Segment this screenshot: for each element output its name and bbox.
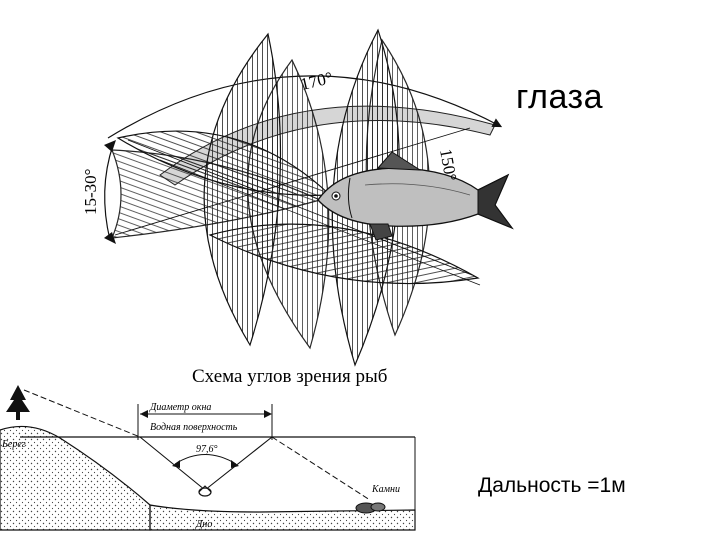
- label-angle: 97,6°: [196, 444, 218, 455]
- label-stones: Камни: [371, 484, 400, 495]
- tree-icon: [6, 385, 30, 420]
- stones-icon: [355, 502, 386, 514]
- river-bottom: [149, 504, 416, 531]
- slide-title: глаза: [516, 78, 604, 116]
- window-diagram: Диаметр окна Водная поверхность 97,6° Бе…: [0, 385, 416, 531]
- vision-lens-left: [111, 149, 322, 239]
- angle-label-left: 15-30°: [81, 169, 100, 215]
- vision-lens-horizontal-lower: [208, 223, 480, 285]
- fish-vision-diagram: 170° 150° 15-30° Схема углов зрения рыб: [81, 28, 514, 387]
- shore-slope: [0, 425, 151, 531]
- distance-label: Дальность =1м: [478, 474, 626, 497]
- label-shore: Берег: [1, 439, 26, 450]
- label-window-diameter: Диаметр окна: [149, 402, 211, 413]
- label-water-surface: Водная поверхность: [150, 422, 238, 433]
- label-bottom: Дно: [195, 519, 212, 530]
- fish-diagram-caption: Схема углов зрения рыб: [192, 366, 387, 387]
- fish-eye-marker: [198, 485, 212, 497]
- fish-illustration: [317, 151, 514, 241]
- angle-label-top: 170°: [299, 68, 335, 94]
